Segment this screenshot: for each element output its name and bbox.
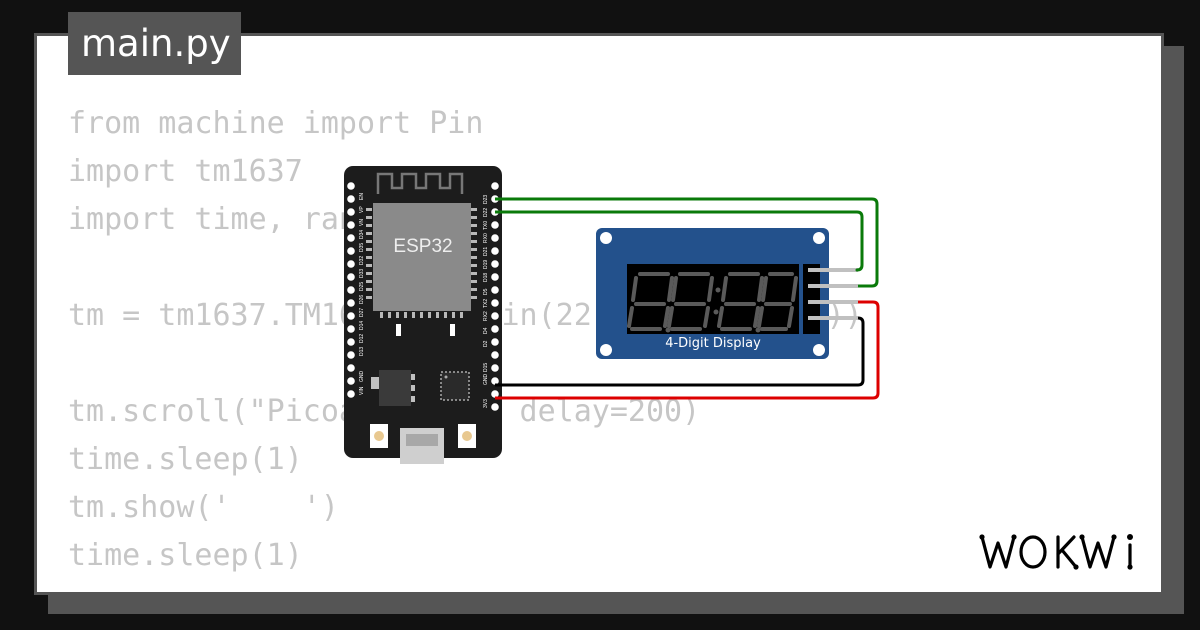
wire-clk[interactable] [495, 197, 879, 288]
wire-gnd[interactable] [495, 316, 865, 387]
mount-hole [600, 232, 612, 244]
pin-label: VN [359, 219, 365, 226]
mount-hole [813, 232, 825, 244]
pin-label: D5 [483, 288, 489, 295]
pin-label: D2 [483, 340, 489, 347]
pin-label: D14 [359, 321, 365, 330]
display-module-label: 4-Digit Display [665, 336, 761, 351]
esp32-chip-label: ESP32 [393, 236, 452, 257]
file-tab-title[interactable]: main.py [68, 12, 241, 75]
pin-label: D23 [483, 195, 489, 204]
pin-label: D27 [359, 308, 365, 317]
pin-label: D34 [359, 230, 365, 239]
pin-label: D35 [359, 243, 365, 252]
pin-label: 3V3 [483, 399, 489, 408]
pin-label: D15 [483, 363, 489, 372]
usb-serial-chip [440, 371, 470, 401]
code-line: from machine import Pin [68, 106, 484, 141]
pin-label: D22 [483, 208, 489, 217]
pin-label: TX2 [483, 299, 489, 308]
code-line: tm.show(' ') [68, 490, 339, 525]
code-line: time.sleep(1) [68, 442, 303, 477]
code-line: import tm1637 [68, 154, 303, 189]
pin-label: VP [359, 206, 365, 213]
mount-hole [600, 344, 612, 356]
pin-label: D26 [359, 295, 365, 304]
voltage-regulator [371, 370, 415, 406]
pin-label: RX0 [483, 233, 489, 243]
pin-label: EN [359, 193, 365, 200]
esp32-board[interactable]: ESP32 [344, 166, 502, 464]
smd-component [450, 324, 455, 336]
pin-label: D4 [483, 327, 489, 334]
pin-label: D12 [359, 334, 365, 343]
segment-digits [627, 272, 798, 331]
mount-hole [813, 344, 825, 356]
pin-header [803, 264, 820, 334]
code-line: time.sleep(1) [68, 538, 303, 573]
pin-label: D25 [359, 282, 365, 291]
pin-label: GND [359, 371, 365, 383]
antenna-trace [376, 172, 464, 194]
esp32-right-pin-labels: D23 D22 TX0 RX0 D21 D19 D18 D5 TX2 RX2 D… [483, 195, 489, 408]
pin-label: D32 [359, 256, 365, 265]
pin-label: VIN [359, 386, 365, 395]
pin-label: D18 [483, 273, 489, 282]
esp32-module [373, 203, 471, 311]
wire-dio[interactable] [495, 210, 864, 272]
pin-label: TX0 [483, 221, 489, 230]
boot-button[interactable] [458, 424, 476, 448]
pin-label: D19 [483, 260, 489, 269]
usb-port [400, 428, 444, 464]
wire-vcc[interactable] [495, 300, 880, 400]
pin-label: D21 [483, 247, 489, 256]
pin-label: RX2 [483, 311, 489, 321]
wokwi-logo [979, 534, 1133, 570]
pin-label: D33 [359, 269, 365, 278]
esp32-left-pin-holes [347, 182, 355, 398]
pin-label: GND [483, 374, 489, 386]
tm1637-display-module[interactable]: 4-Digit Display [596, 228, 858, 359]
segment-dots [665, 287, 761, 333]
pin-label: D13 [359, 347, 365, 356]
smd-component [396, 324, 401, 336]
wires [495, 197, 880, 400]
module-pads [366, 208, 477, 318]
esp32-left-pin-labels: EN VP VN D34 D35 D32 D33 D25 D26 D27 D14… [359, 193, 365, 395]
en-button[interactable] [370, 424, 388, 448]
header-pins [808, 268, 858, 320]
